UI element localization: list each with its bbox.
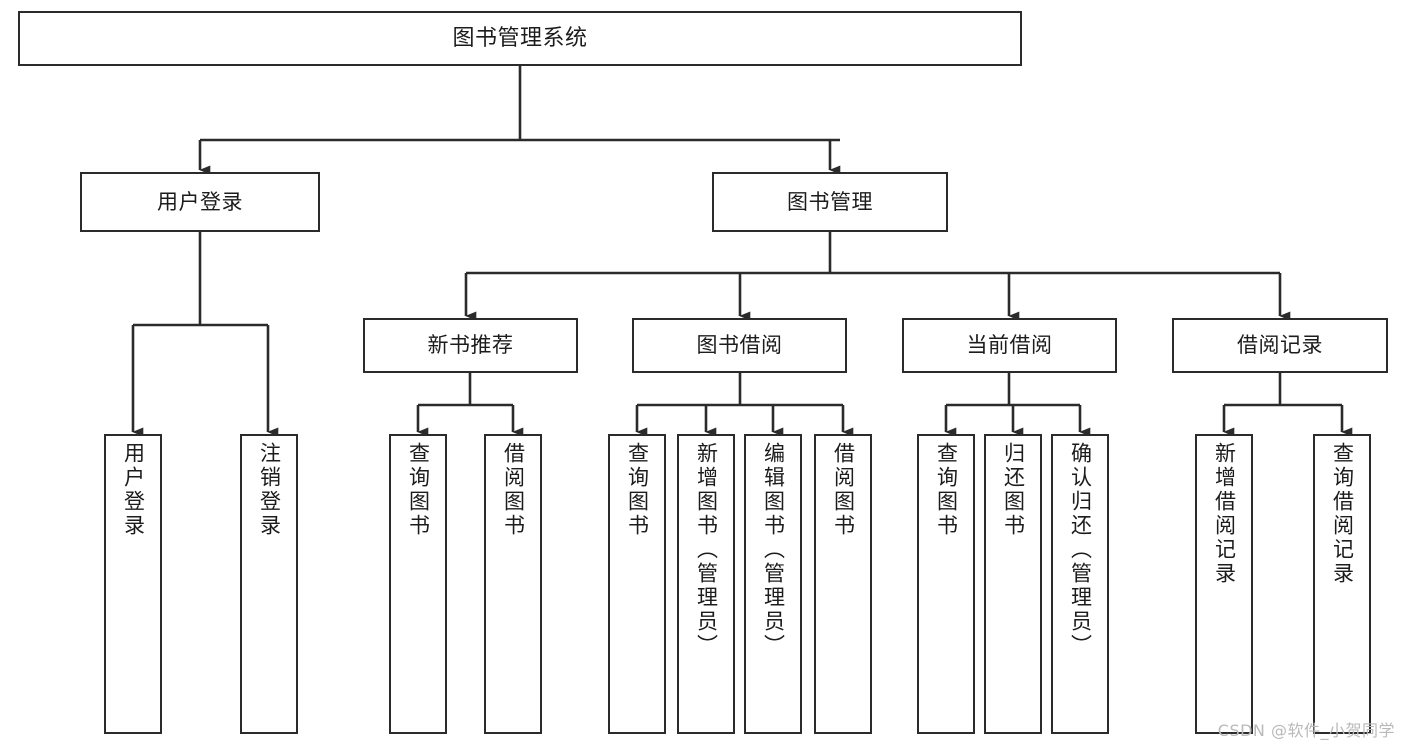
node-leaf-query-book-1[interactable]: 查询图书 bbox=[389, 434, 447, 734]
node-leaf-user-login[interactable]: 用户登录 bbox=[104, 434, 162, 734]
node-leaf-add-book[interactable]: 新增图书（管理员） bbox=[677, 434, 735, 734]
node-label: 图书管理 bbox=[787, 189, 873, 214]
node-label: 查询图书 bbox=[625, 442, 650, 538]
watermark-text: CSDN @软件_小贺同学 bbox=[1217, 721, 1395, 740]
node-root-system[interactable]: 图书管理系统 bbox=[18, 11, 1022, 66]
node-label: 新增借阅记录 bbox=[1212, 442, 1237, 586]
node-leaf-query-borrow-record[interactable]: 查询借阅记录 bbox=[1313, 434, 1371, 734]
node-book-borrow[interactable]: 图书借阅 bbox=[632, 318, 847, 373]
node-label: 用户登录 bbox=[157, 189, 243, 214]
node-leaf-borrow-book-2[interactable]: 借阅图书 bbox=[814, 434, 872, 734]
node-leaf-return-book[interactable]: 归还图书 bbox=[984, 434, 1042, 734]
node-borrow-record[interactable]: 借阅记录 bbox=[1172, 318, 1388, 373]
node-label: 借阅记录 bbox=[1237, 333, 1323, 358]
node-label: 编辑图书（管理员） bbox=[761, 442, 786, 658]
node-leaf-logout-login[interactable]: 注销登录 bbox=[240, 434, 298, 734]
node-label: 新增图书（管理员） bbox=[694, 442, 719, 658]
node-label: 注销登录 bbox=[257, 442, 282, 538]
node-label: 确认归还（管理员） bbox=[1068, 442, 1093, 658]
node-label: 图书管理系统 bbox=[452, 25, 588, 51]
node-label: 当前借阅 bbox=[966, 333, 1053, 358]
node-label: 查询图书 bbox=[934, 442, 959, 538]
node-new-book-recommend[interactable]: 新书推荐 bbox=[363, 318, 578, 373]
node-book-manage[interactable]: 图书管理 bbox=[712, 172, 948, 232]
node-label: 借阅图书 bbox=[501, 442, 526, 538]
node-label: 查询图书 bbox=[406, 442, 431, 538]
node-leaf-confirm-return[interactable]: 确认归还（管理员） bbox=[1051, 434, 1109, 734]
node-label: 新书推荐 bbox=[427, 333, 514, 358]
node-leaf-query-book-3[interactable]: 查询图书 bbox=[917, 434, 975, 734]
node-leaf-add-borrow-record[interactable]: 新增借阅记录 bbox=[1195, 434, 1253, 734]
node-leaf-edit-book[interactable]: 编辑图书（管理员） bbox=[744, 434, 802, 734]
node-leaf-borrow-book-1[interactable]: 借阅图书 bbox=[484, 434, 542, 734]
node-label: 借阅图书 bbox=[831, 442, 856, 538]
node-label: 归还图书 bbox=[1001, 442, 1026, 538]
node-leaf-query-book-2[interactable]: 查询图书 bbox=[608, 434, 666, 734]
node-label: 查询借阅记录 bbox=[1330, 442, 1355, 586]
node-current-borrow[interactable]: 当前借阅 bbox=[902, 318, 1117, 373]
node-label: 用户登录 bbox=[121, 442, 146, 538]
node-user-login[interactable]: 用户登录 bbox=[80, 172, 320, 232]
node-label: 图书借阅 bbox=[696, 333, 783, 358]
